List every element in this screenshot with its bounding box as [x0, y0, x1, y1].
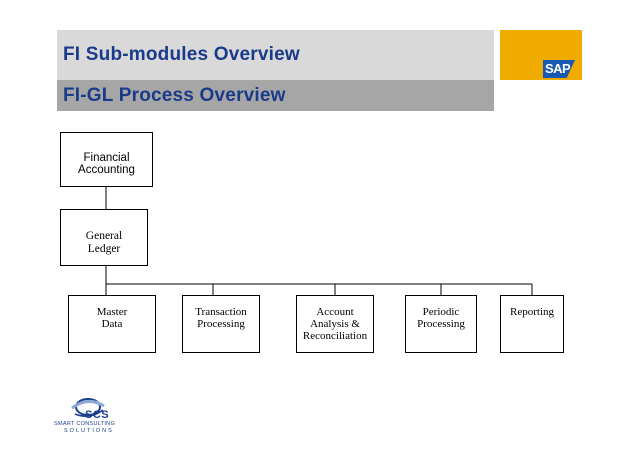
node-label: Transaction Processing	[195, 306, 247, 330]
page-title: FI Sub-modules Overview	[63, 44, 300, 65]
node-label: Periodic Processing	[417, 306, 465, 330]
node-account-analysis: Account Analysis & Reconciliation	[296, 295, 374, 353]
node-reporting: Reporting	[500, 295, 564, 353]
scs-tagline-bottom: SOLUTIONS	[64, 428, 114, 434]
subtitle-band: FI-GL Process Overview	[57, 80, 494, 111]
node-label: Master Data	[96, 306, 128, 330]
node-transaction-processing: Transaction Processing	[182, 295, 260, 353]
node-financial-accounting: Financial Accounting	[60, 132, 153, 187]
sap-logo-icon: SAP	[543, 60, 575, 78]
scs-globe-icon	[71, 398, 105, 417]
page-subtitle: FI-GL Process Overview	[63, 85, 286, 106]
node-master-data: Master Data	[68, 295, 156, 353]
title-band: FI Sub-modules Overview	[57, 30, 494, 80]
node-label: Account Analysis & Reconciliation	[302, 306, 368, 342]
sap-logo-text: SAP	[545, 61, 571, 76]
node-label: Financial Accounting	[78, 152, 135, 176]
scs-acronym: SCS	[85, 409, 110, 421]
node-label: General Ledger	[85, 230, 123, 255]
node-periodic-processing: Periodic Processing	[405, 295, 477, 353]
scs-tagline-top: SMART CONSULTING	[54, 421, 116, 427]
node-label: Reporting	[510, 306, 554, 318]
node-general-ledger: General Ledger	[60, 209, 148, 266]
